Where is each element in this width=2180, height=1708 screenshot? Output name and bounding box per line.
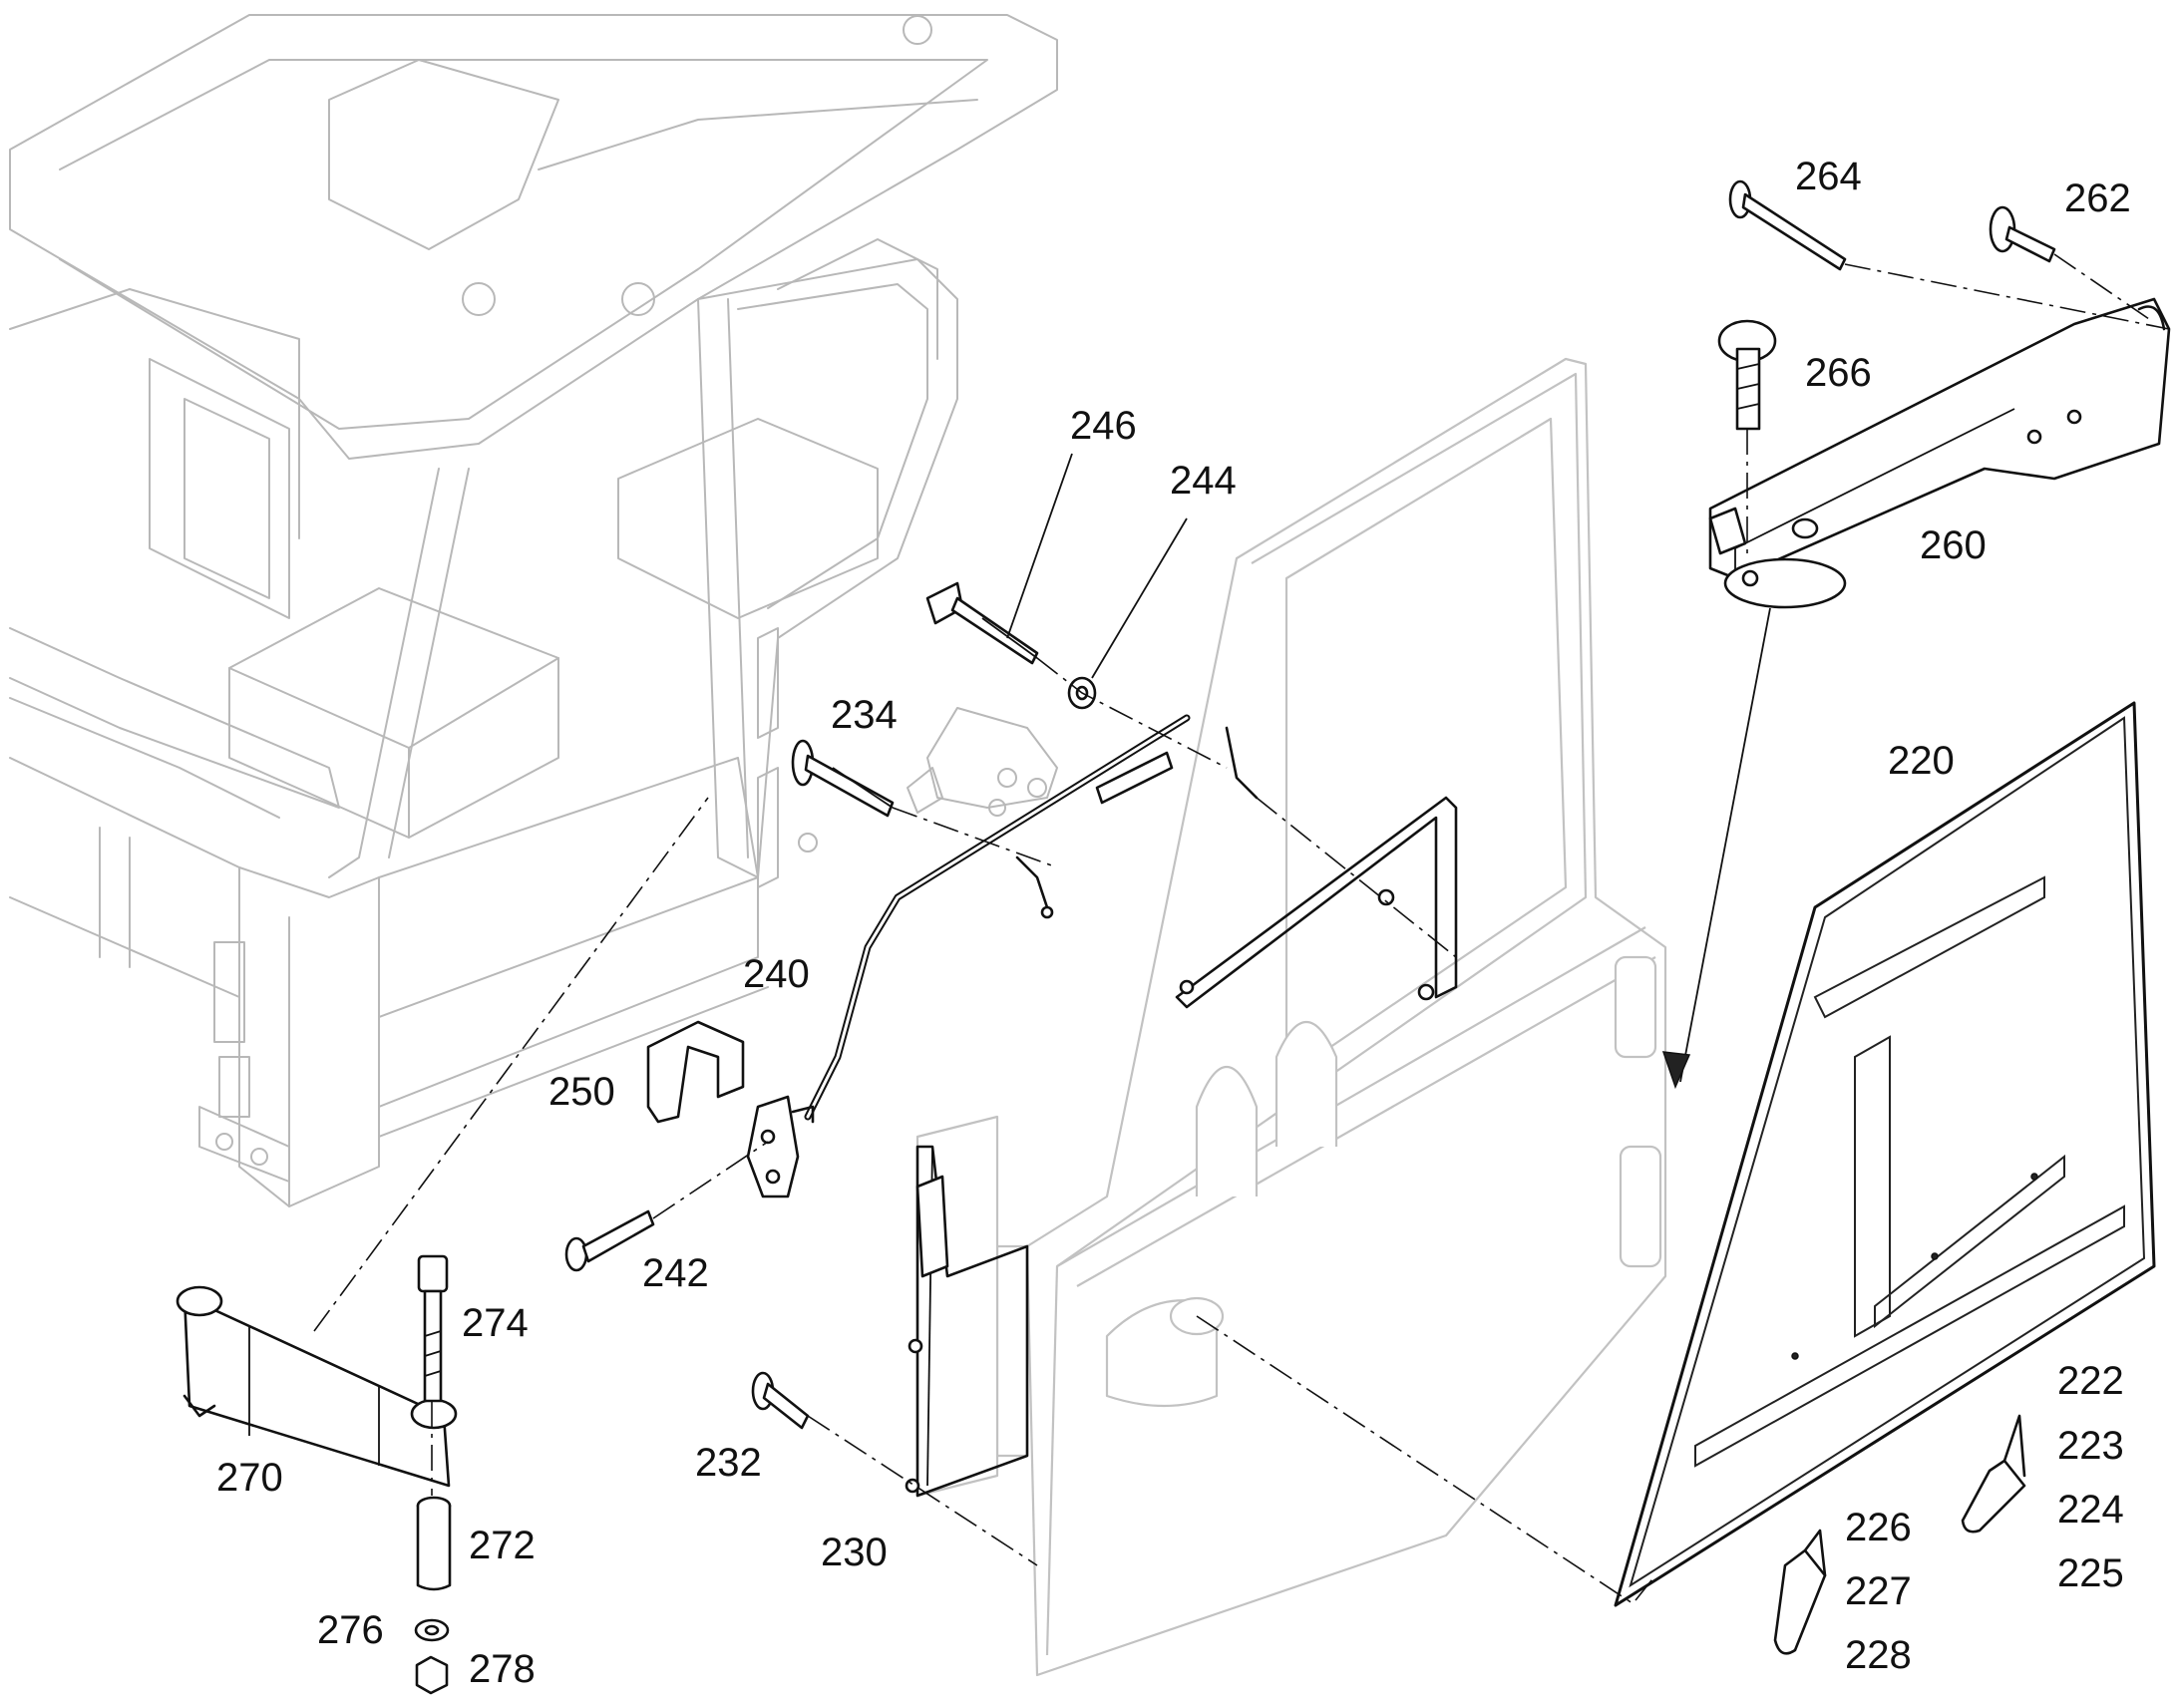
callout-270: 270 xyxy=(216,1456,283,1500)
door xyxy=(915,357,1667,1677)
door-handle-rod xyxy=(804,714,1259,1121)
callout-225: 225 xyxy=(2057,1551,2124,1595)
callout-232: 232 xyxy=(695,1441,762,1485)
spacer-272 xyxy=(416,1496,452,1591)
bolt-234 xyxy=(791,739,895,818)
screw-274 xyxy=(417,1254,449,1403)
callout-228: 228 xyxy=(1845,1633,1912,1677)
callout-234: 234 xyxy=(831,693,898,737)
door-latch xyxy=(646,1020,815,1198)
callout-230: 230 xyxy=(821,1531,888,1574)
callout-278: 278 xyxy=(469,1647,536,1691)
callout-240: 240 xyxy=(743,952,810,996)
bolt-262 xyxy=(1989,205,2056,263)
callout-227: 227 xyxy=(1845,1569,1912,1613)
door-stay-arm xyxy=(1708,297,2171,609)
callout-264: 264 xyxy=(1795,155,1862,198)
leader-lines xyxy=(1006,453,1188,679)
callout-246: 246 xyxy=(1070,404,1137,448)
cab-frame xyxy=(9,14,1058,1207)
callout-223: 223 xyxy=(2057,1424,2124,1468)
callout-272: 272 xyxy=(469,1524,536,1567)
callout-224: 224 xyxy=(2057,1488,2124,1532)
door-check-link xyxy=(1175,796,1458,1009)
callout-226: 226 xyxy=(1845,1506,1912,1549)
callout-250: 250 xyxy=(548,1070,615,1114)
callout-262: 262 xyxy=(2064,176,2131,220)
callout-222: 222 xyxy=(2057,1359,2124,1403)
bolt-264 xyxy=(1728,179,1847,271)
tube-222 xyxy=(1961,1414,2026,1534)
callout-244: 244 xyxy=(1170,459,1237,503)
callout-260: 260 xyxy=(1920,523,1987,567)
callout-242: 242 xyxy=(642,1251,709,1295)
tube-226 xyxy=(1773,1529,1827,1655)
assembly-lines xyxy=(313,253,2170,1606)
callout-266: 266 xyxy=(1805,351,1872,395)
check-link-270 xyxy=(176,1285,458,1488)
screw-242 xyxy=(564,1209,655,1272)
nut-278 xyxy=(415,1655,449,1695)
callout-220: 220 xyxy=(1888,739,1955,783)
callout-labels: 264 262 266 260 246 244 234 220 240 250 … xyxy=(216,155,2131,1691)
callout-274: 274 xyxy=(462,1301,529,1345)
bolt-246 xyxy=(925,581,1039,665)
install-arrow xyxy=(1661,607,1771,1090)
screw-232 xyxy=(751,1371,810,1430)
screw-266 xyxy=(1717,319,1777,431)
door-glass-panel xyxy=(1614,701,2156,1607)
callout-276: 276 xyxy=(317,1608,384,1652)
